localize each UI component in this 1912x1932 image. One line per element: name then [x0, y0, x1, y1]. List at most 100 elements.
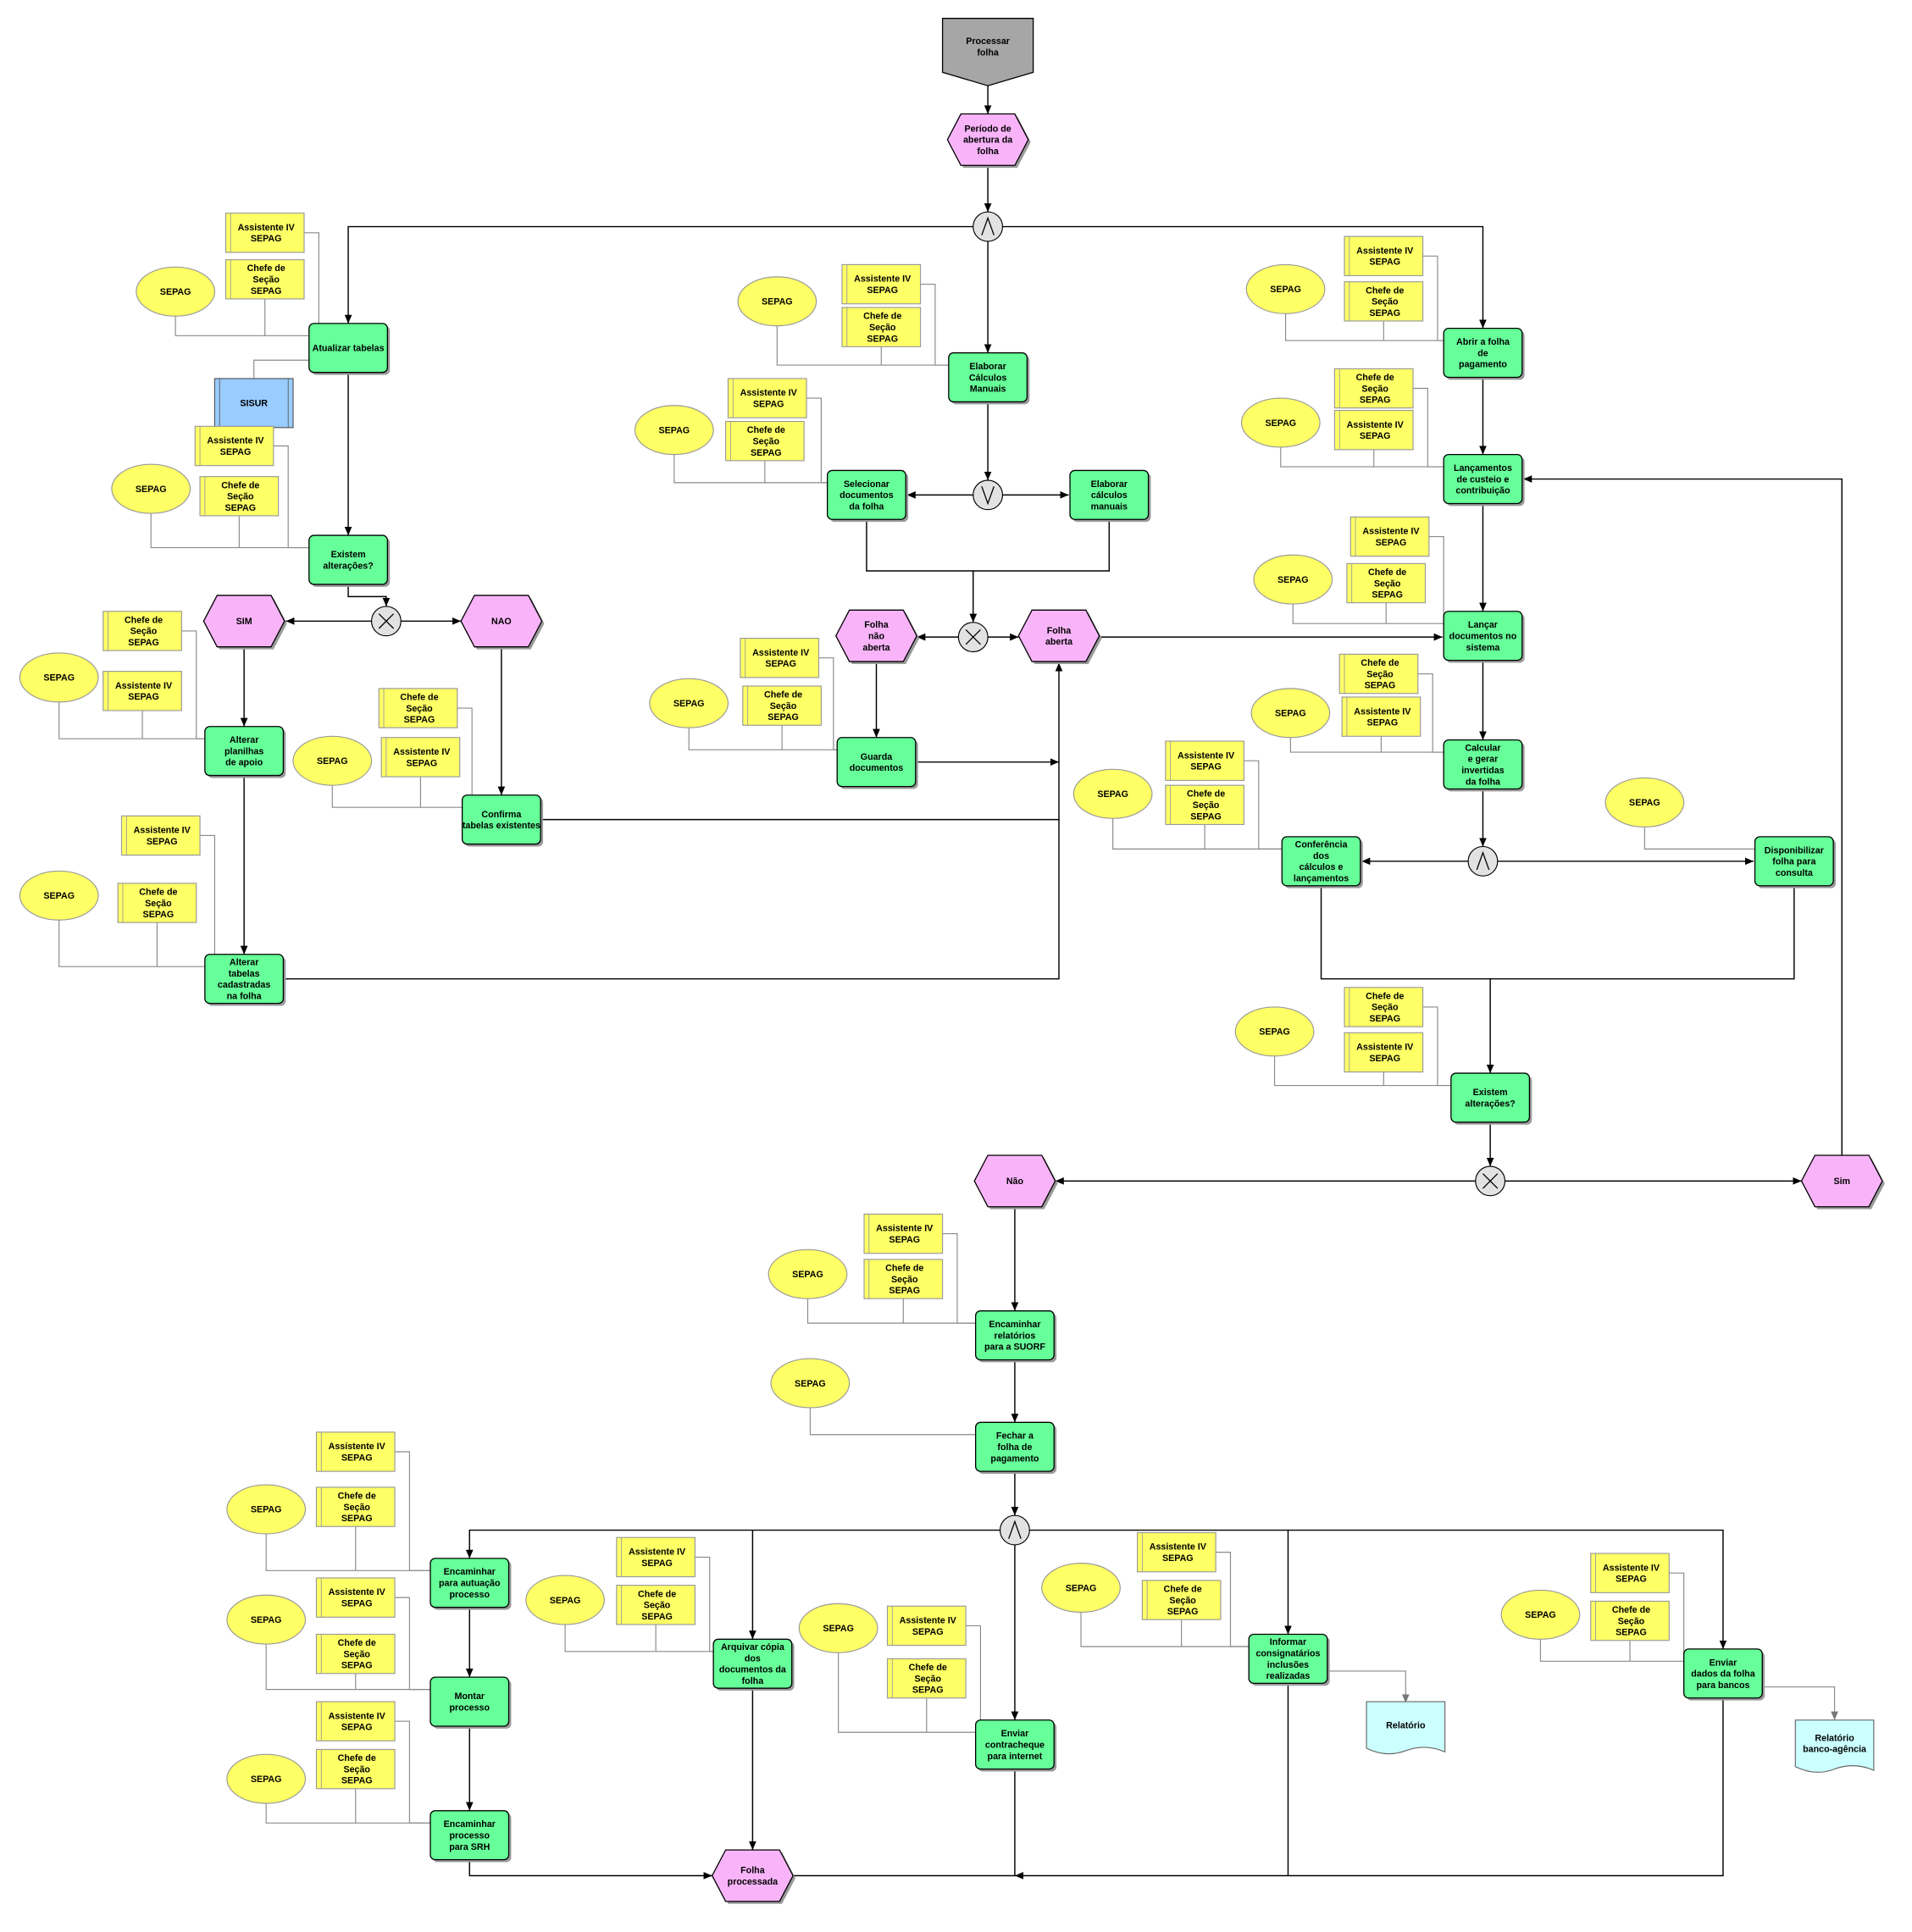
- org-unit-ellipse[interactable]: [226, 1753, 307, 1804]
- org-unit-ellipse[interactable]: [798, 1603, 878, 1653]
- connector-c7[interactable]: [999, 1514, 1030, 1546]
- connector-c5[interactable]: [1467, 845, 1499, 877]
- event-e6[interactable]: Não: [973, 1154, 1058, 1210]
- org-unit-ellipse[interactable]: [525, 1575, 605, 1625]
- connector-c4[interactable]: [957, 622, 989, 653]
- org-unit-ellipse[interactable]: [1041, 1563, 1121, 1614]
- org-unit-ellipse[interactable]: [226, 1594, 307, 1645]
- org-unit-ellipse[interactable]: [1604, 777, 1685, 828]
- org-unit-ellipse[interactable]: [770, 1358, 851, 1409]
- org-unit-ellipse[interactable]: [1245, 263, 1326, 314]
- org-unit-ellipse[interactable]: [768, 1248, 848, 1299]
- function-f1[interactable]: Atualizar tabelas: [308, 323, 391, 375]
- org-unit-ellipse[interactable]: [1240, 397, 1321, 448]
- org-unit-ellipse[interactable]: [136, 266, 215, 317]
- org-unit-ellipse[interactable]: [737, 276, 817, 327]
- event-e2[interactable]: SIM: [202, 595, 287, 650]
- org-unit-ellipse[interactable]: [1250, 688, 1331, 739]
- org-unit-ellipse[interactable]: [111, 463, 191, 514]
- org-unit-ellipse[interactable]: [292, 735, 373, 786]
- connector-c3[interactable]: [973, 479, 1004, 511]
- org-unit-ellipse[interactable]: [649, 678, 729, 728]
- event-e3[interactable]: NAO: [460, 595, 545, 650]
- connector-c1[interactable]: [973, 211, 1004, 242]
- system-s1[interactable]: SISUR: [213, 378, 294, 429]
- connector-c6[interactable]: [1475, 1165, 1506, 1197]
- org-unit-ellipse[interactable]: [226, 1484, 307, 1535]
- document-d1[interactable]: Relatório: [1366, 1701, 1446, 1755]
- connector-c2[interactable]: [370, 606, 402, 637]
- org-unit-ellipse[interactable]: [1072, 768, 1153, 819]
- org-unit-ellipse[interactable]: [19, 870, 99, 921]
- org-unit-ellipse[interactable]: [1253, 554, 1333, 605]
